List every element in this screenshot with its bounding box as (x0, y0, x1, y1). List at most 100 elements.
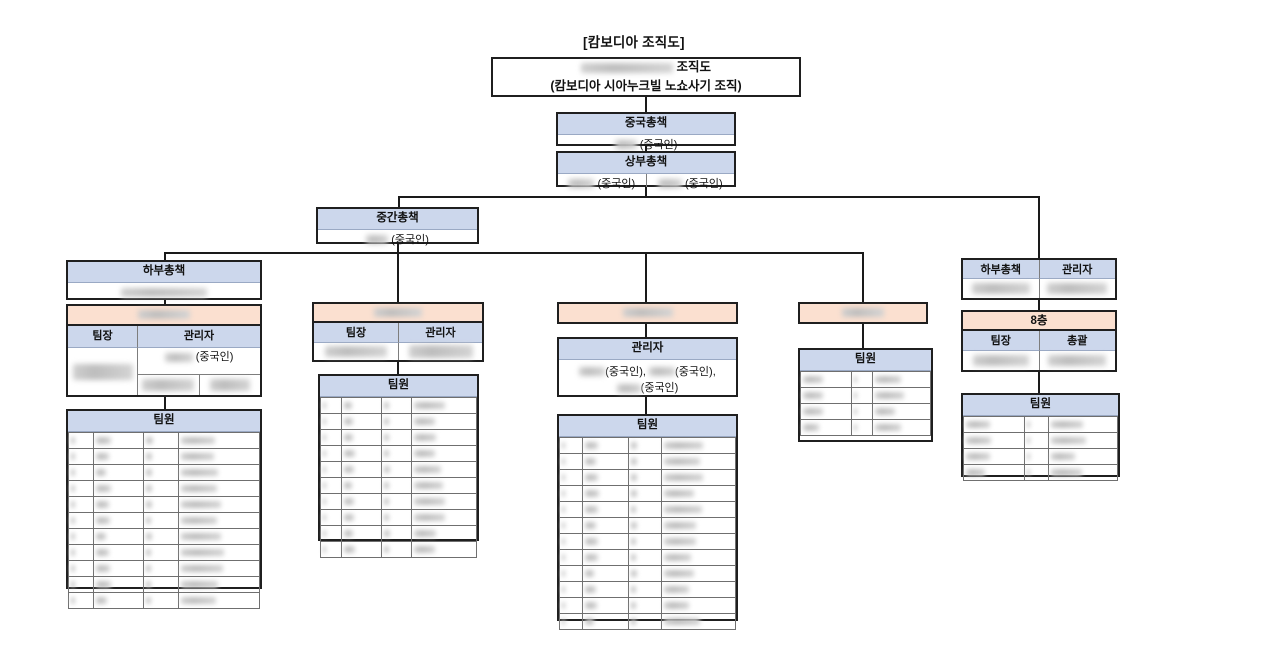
table-row (558, 500, 737, 518)
redacted-value (413, 434, 436, 442)
redacted-value (413, 450, 436, 458)
redacted-value (562, 442, 566, 450)
branch-1-lower-chief-value (68, 282, 260, 304)
branch-1-manager-row-2a (138, 375, 200, 395)
table-row (558, 452, 737, 470)
redacted-value (344, 466, 355, 474)
table-row (67, 479, 260, 497)
table-cell (628, 452, 662, 470)
branch-2-manager-value (399, 343, 482, 360)
redacted-value (181, 549, 224, 557)
redacted-value (323, 530, 326, 538)
table-cell (178, 575, 260, 593)
redacted-value (96, 453, 109, 461)
redacted-value (96, 533, 106, 541)
redacted-value (1050, 469, 1083, 477)
table-cell (660, 580, 737, 598)
branch-5-members-table-wrap (963, 415, 1119, 481)
redacted-name (72, 363, 133, 380)
redacted-value (96, 597, 107, 605)
table-cell (660, 596, 737, 614)
branch-5-col-lower-chief: 하부총책 (963, 260, 1040, 279)
table-cell (660, 612, 737, 630)
table-row (799, 402, 932, 420)
redacted-name (616, 383, 641, 393)
table-cell (178, 559, 260, 577)
table-cell (410, 460, 478, 478)
table-cell (660, 532, 737, 550)
redacted-value (966, 421, 990, 429)
branch-2-team-block: 팀장 관리자 (312, 302, 484, 362)
table-cell (660, 548, 737, 566)
table-row (67, 463, 260, 481)
table-cell (871, 370, 932, 388)
table-cell (93, 527, 144, 545)
table-cell (558, 580, 584, 598)
redacted-value (854, 376, 857, 384)
table-cell (142, 575, 180, 593)
redacted-value (663, 618, 700, 626)
node-upper-chief: 상부총책 (중국인) (중국인) (556, 151, 736, 192)
redacted-value (71, 517, 75, 525)
redacted-value (384, 530, 390, 538)
redacted-value (145, 581, 152, 589)
table-cell (142, 543, 180, 561)
table-cell (1047, 431, 1119, 449)
connector-root-to-china-chief (645, 97, 647, 112)
redacted-value (323, 482, 326, 490)
branch-2-members-table (319, 396, 478, 558)
table-cell (582, 548, 630, 566)
table-cell (558, 548, 584, 566)
redacted-value (663, 570, 695, 578)
table-cell (142, 559, 180, 577)
connector-bus-to-middle-chief (398, 196, 400, 207)
table-row (67, 447, 260, 465)
table-cell (67, 431, 95, 449)
table-cell (341, 396, 383, 414)
table-cell (1047, 447, 1119, 465)
table-cell (93, 511, 144, 529)
table-row (558, 532, 737, 550)
branch-4-members-block: 팀원 (798, 348, 933, 442)
table-cell (381, 444, 412, 462)
nationality: (중국인) (195, 351, 234, 363)
redacted-name (649, 367, 676, 377)
table-cell (963, 415, 1025, 433)
redacted-name (366, 235, 389, 245)
table-cell (93, 543, 144, 561)
table-cell (178, 527, 260, 545)
table-cell (319, 524, 343, 542)
redacted-value (663, 602, 690, 610)
redacted-value (874, 376, 902, 384)
branch-5-lower-chief-value (963, 279, 1040, 298)
branch-3-team-header (559, 304, 736, 322)
table-row (963, 431, 1119, 449)
branch-1-team-header (68, 306, 260, 326)
table-cell (67, 575, 95, 593)
branch-5-manager-value (1040, 279, 1116, 298)
redacted-value (71, 565, 75, 573)
redacted-value (96, 565, 111, 573)
nat-2: (중국인), (675, 365, 716, 378)
table-cell (628, 532, 662, 550)
table-row (799, 418, 932, 436)
redacted-value (181, 501, 221, 509)
redacted-value (562, 602, 566, 610)
redacted-value (663, 442, 703, 450)
redacted-value (663, 522, 697, 530)
redacted-value (181, 597, 217, 605)
table-cell (628, 436, 662, 454)
redacted-value (631, 538, 637, 546)
table-cell (660, 516, 737, 534)
redacted-value (413, 514, 446, 522)
branch-2-members-block: 팀원 (318, 374, 479, 558)
table-cell (67, 543, 95, 561)
nat-1: (중국인), (605, 365, 646, 378)
table-cell (142, 463, 180, 481)
table-cell (93, 591, 144, 609)
redacted-value (96, 581, 111, 589)
redacted-value (1050, 421, 1083, 429)
table-cell (142, 495, 180, 513)
redacted-value (323, 466, 326, 474)
